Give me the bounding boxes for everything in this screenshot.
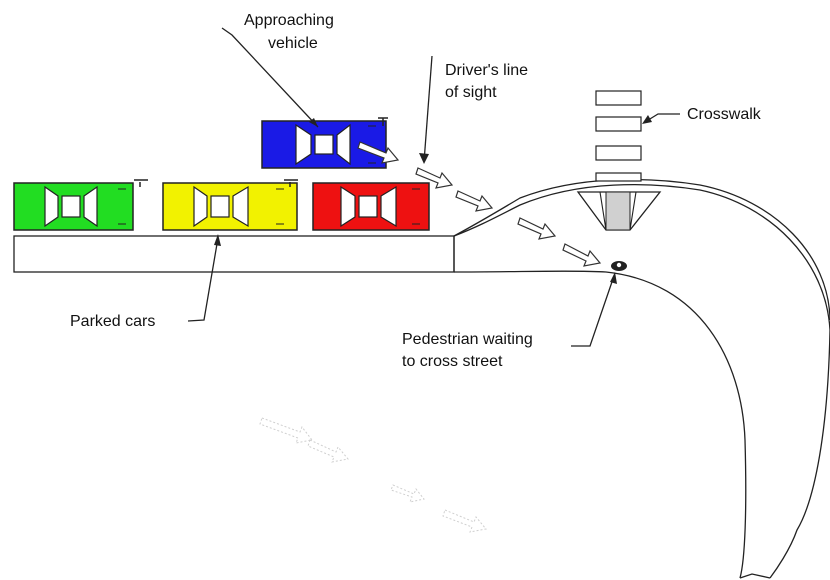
crosswalk-stripes xyxy=(595,90,642,182)
sight-arrow-1 xyxy=(357,141,400,164)
crosswalk-label: Crosswalk xyxy=(687,106,762,123)
sight-arrow-2 xyxy=(415,167,454,189)
leader-lines xyxy=(187,27,680,347)
curb-curve xyxy=(453,178,830,579)
approaching-vehicle-label-line2: vehicle xyxy=(268,35,318,52)
line-of-sight-label-line1: Driver's line xyxy=(445,62,528,79)
parked-car-red xyxy=(312,182,430,231)
parked-cars-label: Parked cars xyxy=(70,313,155,330)
parked-car-yellow xyxy=(162,179,298,231)
pedestrian-label-line1: Pedestrian waiting xyxy=(402,331,533,348)
sidewalk xyxy=(13,235,455,273)
sight-arrow-3 xyxy=(455,190,494,212)
curb-ramp xyxy=(576,191,662,231)
sight-arrow-4 xyxy=(517,217,557,240)
approaching-vehicle-label-line1: Approaching xyxy=(244,12,334,29)
line-of-sight-arrows xyxy=(357,141,602,267)
approaching-car xyxy=(261,117,388,169)
line-of-sight-label-line2: of sight xyxy=(445,84,497,101)
pedestrian-label-line2: to cross street xyxy=(402,353,503,370)
faint-arrows xyxy=(259,417,487,533)
sight-arrow-5 xyxy=(562,243,602,267)
pedestrian-icon xyxy=(611,261,627,271)
parked-car-green xyxy=(13,179,148,231)
